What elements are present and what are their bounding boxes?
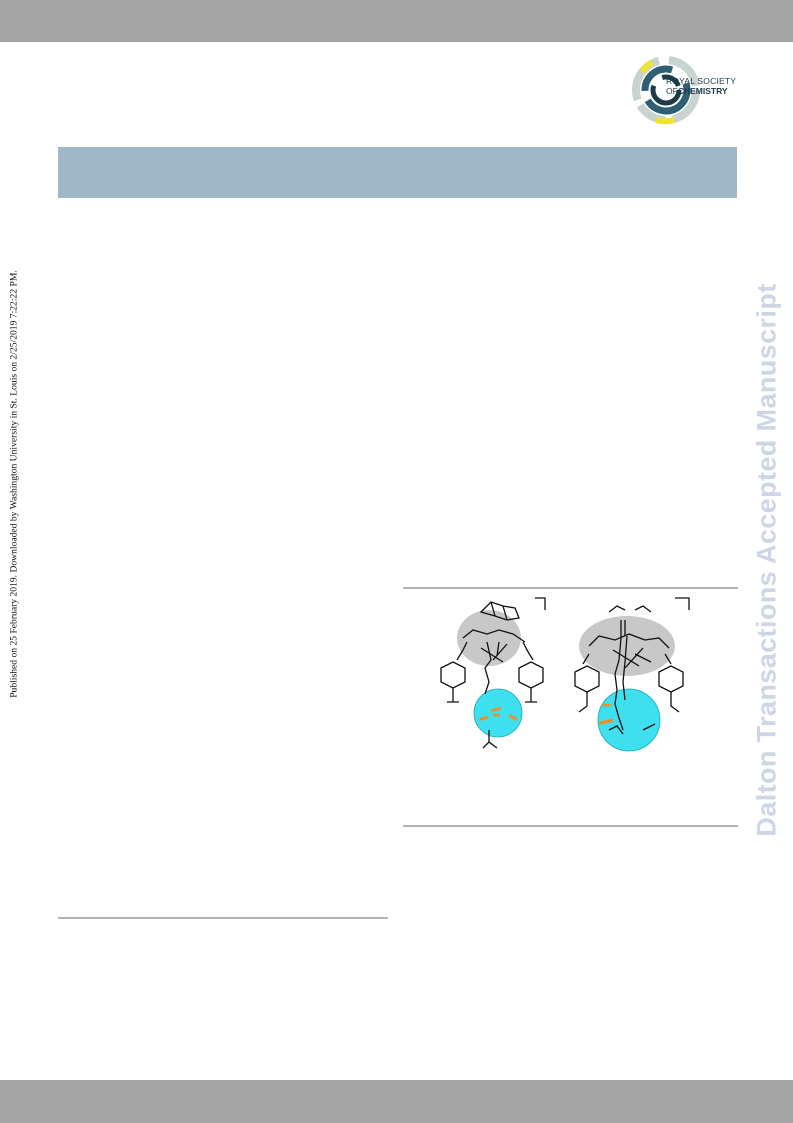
publication-note: Published on 25 February 2019. Downloade… — [8, 270, 20, 698]
right-guest-cyan — [597, 688, 661, 752]
royal-society-logo: ROYAL SOCIETY OFCHEMISTRY — [630, 54, 742, 126]
left-column-rule — [58, 917, 388, 919]
chemical-structure-figure — [403, 590, 738, 822]
logo-chemistry: CHEMISTRY — [677, 86, 728, 96]
left-guest-cyan — [473, 688, 523, 738]
logo-of: OF — [666, 86, 678, 96]
left-cage — [440, 597, 546, 749]
bottom-bar — [0, 1080, 793, 1123]
left-cavity-grey — [457, 610, 521, 666]
right-cavity-grey — [579, 616, 675, 676]
figure-top-rule — [403, 587, 738, 589]
left-metal-orange — [478, 706, 518, 722]
top-bar — [0, 0, 793, 42]
logo-line-2: OFCHEMISTRY — [666, 86, 736, 96]
accepted-manuscript-watermark: Dalton Transactions Accepted Manuscript — [751, 283, 782, 837]
right-cage — [574, 597, 690, 752]
right-metal-orange — [598, 704, 614, 725]
rsc-emblem-icon — [632, 56, 700, 125]
header-band — [58, 147, 737, 198]
logo-line-1: ROYAL SOCIETY — [666, 76, 737, 86]
cage-structures-drawing — [440, 597, 690, 752]
figure-bottom-rule — [403, 825, 738, 827]
